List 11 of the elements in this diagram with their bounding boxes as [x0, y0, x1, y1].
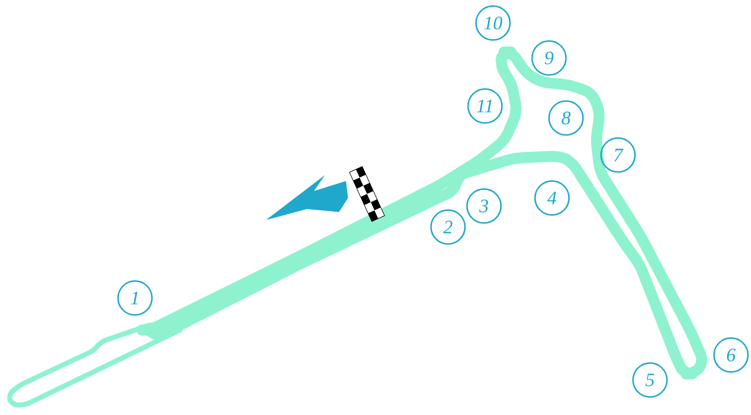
- corner-number: 10: [475, 5, 511, 41]
- corner-number: 9: [531, 40, 567, 76]
- corner-number: 3: [466, 188, 502, 224]
- corner-number: 1: [117, 280, 153, 316]
- corner-number: 4: [534, 180, 570, 216]
- corner-number: 5: [632, 362, 668, 398]
- corner-number: 6: [713, 337, 749, 373]
- corner-number: 2: [430, 209, 466, 245]
- corner-number: 7: [600, 137, 636, 173]
- corner-number: 8: [548, 100, 584, 136]
- corner-number: 11: [467, 88, 503, 124]
